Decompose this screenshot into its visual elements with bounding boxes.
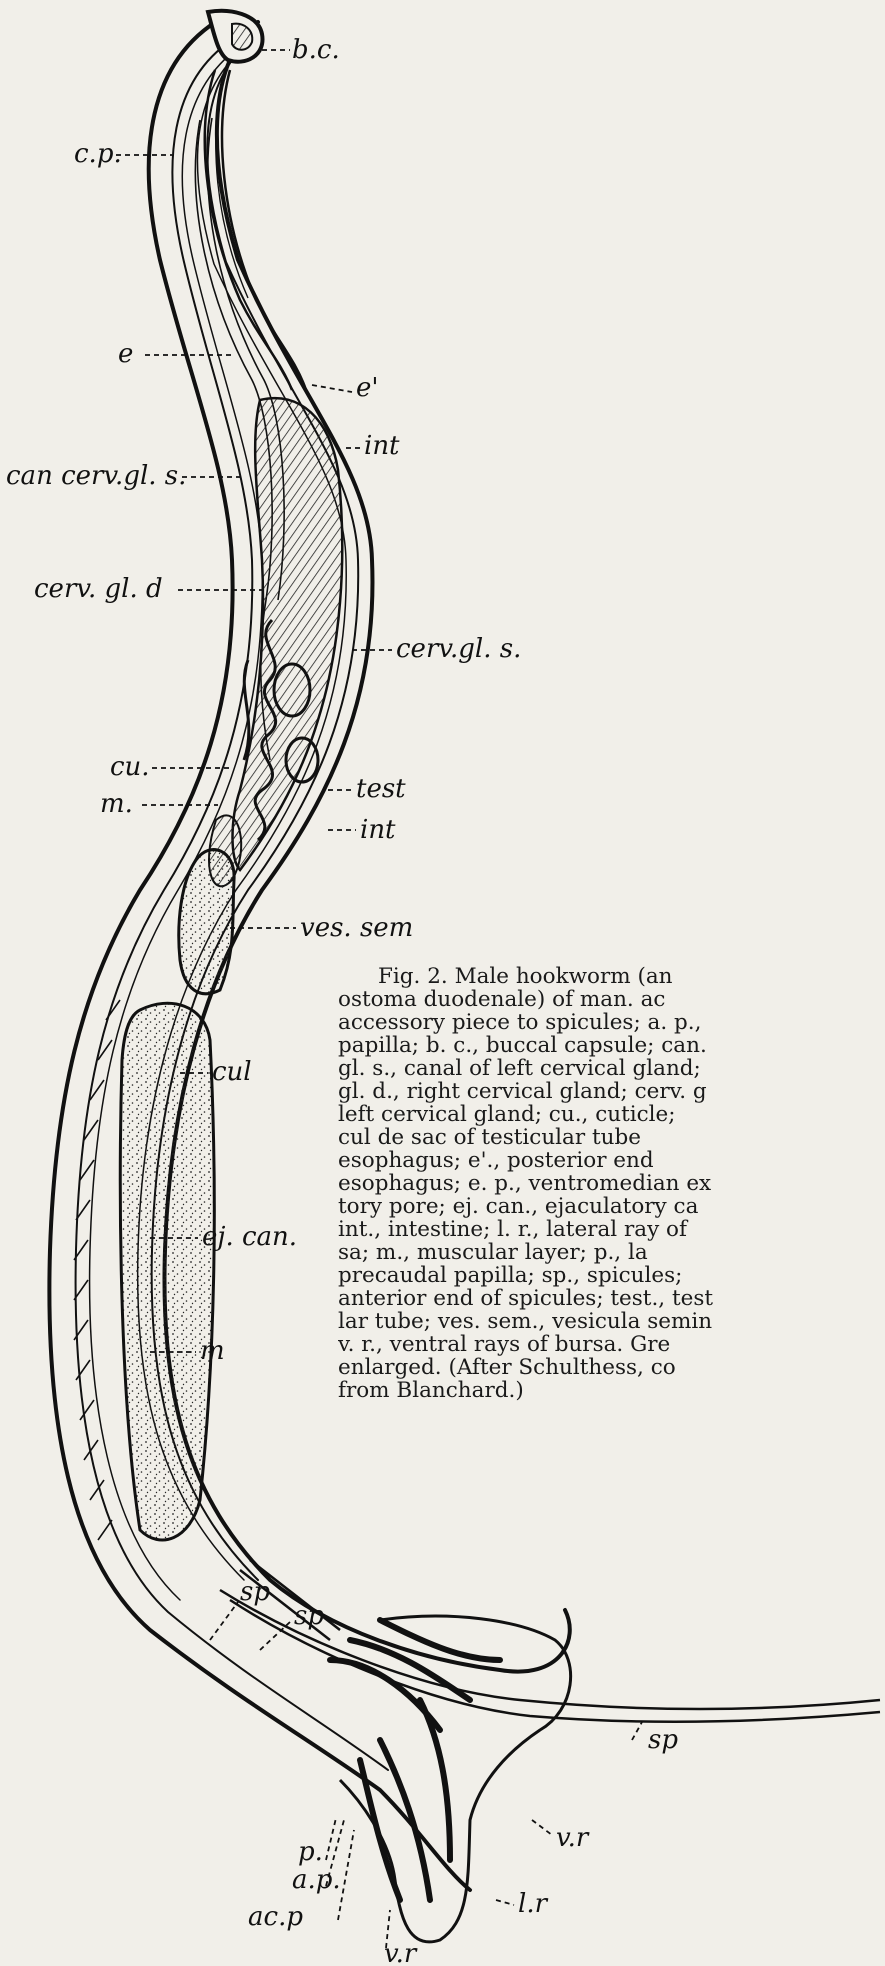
caption-line: esophagus; e. p., ventromedian ex [338,1172,878,1195]
bursal-rays [330,1620,500,1900]
caption-line: tory pore; ej. can., ejaculatory ca [338,1195,878,1218]
vesicula-seminalis [120,850,234,1540]
label-cerv-gl-s: cerv.gl. s. [396,634,521,664]
caption-line: enlarged. (After Schulthess, co [338,1356,878,1379]
label-vr-right: v.r [556,1823,590,1853]
caption-line: gl. s., canal of left cervical gland; [338,1057,878,1080]
label-lr: l.r [518,1889,549,1919]
caption-line: left cervical gland; cu., cuticle; [338,1103,878,1126]
caption-line: accessory piece to spicules; a. p., [338,1011,878,1034]
buccal-capsule [208,11,262,62]
label-int-top: int [364,431,400,461]
label-sp2: sp [294,1601,324,1631]
label-cul: cul [212,1057,252,1087]
caption-line: sa; m., muscular layer; p., la [338,1241,878,1264]
caption-line: Fig. 2. Male hookworm (an [338,965,878,988]
caption-line: esophagus; e'., posterior end [338,1149,878,1172]
caption-line: lar tube; ves. sem., vesicula semin [338,1310,878,1333]
spicules [220,1560,880,1722]
label-e-prime: e' [356,373,379,403]
caption-line: papilla; b. c., buccal capsule; can. [338,1034,878,1057]
caption-line: ostoma duodenale) of man. ac [338,988,878,1011]
caption-line: anterior end of spicules; test., test [338,1287,878,1310]
label-cp: c.p. [74,139,122,169]
caption-line: v. r., ventral rays of bursa. Gre [338,1333,878,1356]
muscle-layer [74,1000,120,1540]
caption-line: cul de sac of testicular tube [338,1126,878,1149]
label-sp-tail: sp [648,1725,678,1755]
label-acp: ac.p [248,1902,303,1932]
label-p: p. [298,1837,323,1867]
caption-line: int., intestine; l. r., lateral ray of [338,1218,878,1241]
esophagus [205,70,306,390]
label-vr-bottom: v.r [384,1939,418,1966]
label-m-right: m [200,1336,225,1366]
label-ves-sem: ves. sem [300,913,413,943]
caption-line: from Blanchard.) [338,1379,878,1402]
caption-line: gl. d., right cervical gland; cerv. g [338,1080,878,1103]
label-cu-left: cu. [110,752,150,782]
figure-caption: Fig. 2. Male hookworm (an ostoma duodena… [338,965,878,1402]
caption-line: precaudal papilla; sp., spicules; [338,1264,878,1287]
label-int-mid: int [360,815,396,845]
label-can-cerv-gl-s: can cerv.gl. s. [6,461,186,491]
label-sp1: sp [240,1577,270,1607]
label-bc: b.c. [292,35,340,65]
label-m-left: m. [100,789,133,819]
label-test: test [356,774,406,804]
label-e: e [118,339,133,369]
label-cerv-gl-d: cerv. gl. d [34,574,163,604]
label-ej-can: ej. can. [202,1222,297,1252]
label-ap: a.p. [292,1865,341,1895]
